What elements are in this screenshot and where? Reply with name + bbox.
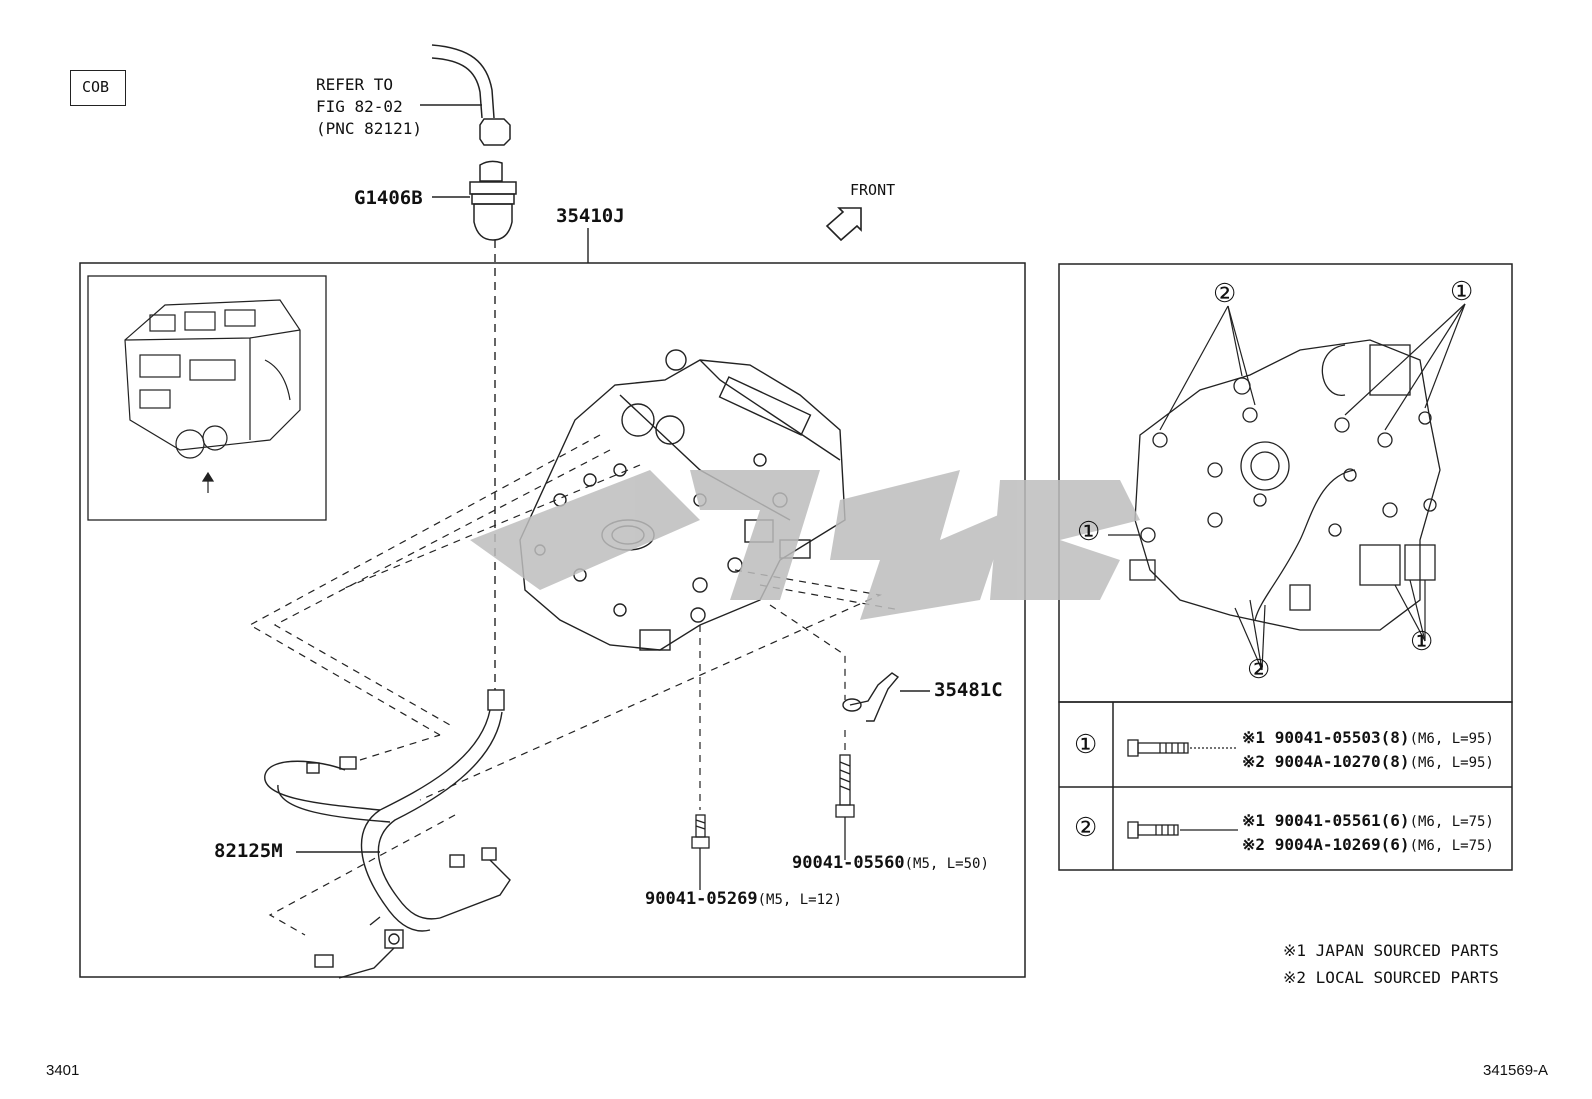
bolt-table-grid bbox=[1058, 701, 1513, 871]
mark: ※2 bbox=[1242, 835, 1266, 854]
main-frame bbox=[79, 262, 1026, 978]
part-35410j[interactable]: 35410J bbox=[556, 205, 625, 227]
bolt-90041-05269 bbox=[691, 814, 710, 890]
part-number: 90041-05269 bbox=[645, 889, 758, 909]
part-spec: (M5, L=12) bbox=[757, 892, 842, 908]
table-row2-key: ② bbox=[1074, 813, 1098, 843]
table-row1-line1: ※1 90041-05503(8)(M6, L=95) bbox=[1242, 728, 1494, 747]
inset-valve-body bbox=[124, 299, 301, 493]
mark: ※2 bbox=[1242, 752, 1266, 771]
bolt-90041-05560 bbox=[835, 754, 855, 860]
refer-line-3: (PNC 82121) bbox=[316, 119, 422, 138]
part-number: 90041-05560 bbox=[792, 853, 905, 873]
part-g1406b[interactable]: G1406B bbox=[354, 187, 423, 209]
spec: (M6, L=75) bbox=[1409, 838, 1494, 854]
note-local: ※2 LOCAL SOURCED PARTS bbox=[1283, 968, 1499, 987]
spec: (M6, L=75) bbox=[1409, 814, 1494, 830]
bolt-position-illustration bbox=[1129, 339, 1441, 631]
part-90041-05560[interactable]: 90041-05560(M5, L=50) bbox=[792, 853, 989, 873]
mark: ※1 bbox=[1242, 728, 1266, 747]
part-90041-05269[interactable]: 90041-05269(M5, L=12) bbox=[645, 889, 842, 909]
note-japan: ※1 JAPAN SOURCED PARTS bbox=[1283, 941, 1499, 960]
code-box-label: COB bbox=[82, 78, 110, 96]
callout-one-left: ① bbox=[1077, 517, 1101, 547]
inset-frame bbox=[87, 275, 327, 521]
number: 90041-05503 bbox=[1274, 728, 1381, 747]
part-82125m[interactable]: 82125M bbox=[214, 840, 283, 862]
refer-line-2: FIG 82-02 bbox=[316, 97, 403, 116]
table-bolt-icons bbox=[1127, 739, 1238, 839]
callout-two-top: ② bbox=[1213, 279, 1237, 309]
callout-two-bottom: ② bbox=[1247, 655, 1271, 685]
number: 9004A-10269 bbox=[1274, 835, 1381, 854]
front-label: FRONT bbox=[850, 181, 896, 199]
watermark-logo bbox=[470, 470, 1140, 620]
part-spec: (M5, L=50) bbox=[904, 856, 989, 872]
refer-line-1: REFER TO bbox=[316, 75, 394, 94]
qty: (8) bbox=[1380, 728, 1410, 747]
table-row2-line2: ※2 9004A-10269(6)(M6, L=75) bbox=[1242, 835, 1494, 854]
qty: (6) bbox=[1380, 835, 1410, 854]
bolt-position-frame bbox=[1058, 263, 1513, 703]
footer-page-code: 3401 bbox=[46, 1062, 80, 1079]
bolt-callout-leaders bbox=[1108, 303, 1466, 671]
qty: (6) bbox=[1380, 811, 1410, 830]
table-row2-line1: ※1 90041-05561(6)(M6, L=75) bbox=[1242, 811, 1494, 830]
front-arrow-icon bbox=[825, 207, 862, 242]
callout-one-bottom: ① bbox=[1410, 627, 1434, 657]
footer-figure-id: 341569-A bbox=[1483, 1062, 1549, 1079]
spec: (M6, L=95) bbox=[1409, 731, 1494, 747]
wire-harness-82125m bbox=[264, 689, 511, 979]
code-box bbox=[70, 70, 126, 106]
mark: ※1 bbox=[1242, 811, 1266, 830]
qty: (8) bbox=[1380, 752, 1410, 771]
part-35481c[interactable]: 35481C bbox=[934, 679, 1003, 701]
spec: (M6, L=95) bbox=[1409, 755, 1494, 771]
connector-g1406b bbox=[432, 160, 517, 241]
bracket-35481c bbox=[842, 672, 930, 722]
number: 90041-05561 bbox=[1274, 811, 1381, 830]
callout-one-top: ① bbox=[1450, 277, 1474, 307]
harness-cable-top bbox=[420, 44, 511, 146]
table-row1-key: ① bbox=[1074, 730, 1098, 760]
number: 9004A-10270 bbox=[1274, 752, 1381, 771]
table-row1-line2: ※2 9004A-10270(8)(M6, L=95) bbox=[1242, 752, 1494, 771]
